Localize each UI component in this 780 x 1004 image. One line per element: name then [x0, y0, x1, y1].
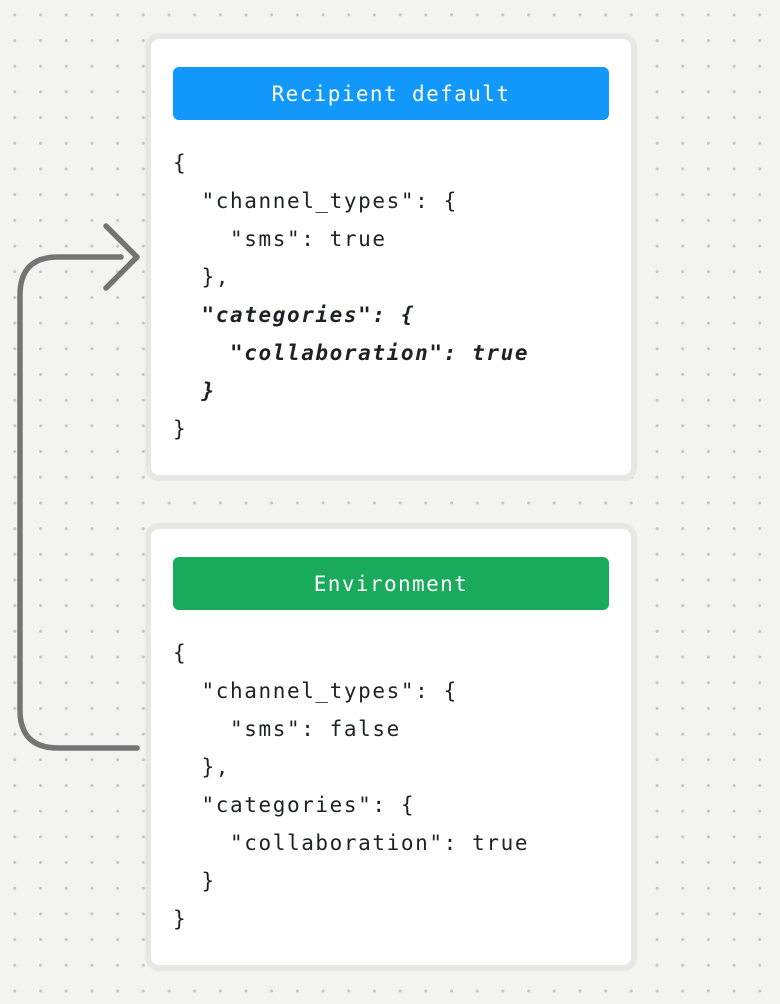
flow-arrow-line	[17, 254, 140, 751]
code-line: }	[173, 907, 188, 931]
code-line: "collaboration": true	[173, 341, 530, 365]
code-line: "channel_types": {	[173, 189, 458, 213]
code-line: }	[173, 869, 216, 893]
code-line: "categories": {	[173, 793, 416, 817]
recipient-default-header-badge: Recipient default	[173, 67, 609, 120]
card-recipient-default: Recipient default { "channel_types": { "…	[145, 33, 637, 481]
environment-header-badge: Environment	[173, 557, 609, 610]
code-line: }	[173, 379, 216, 403]
card-environment: Environment { "channel_types": { "sms": …	[145, 523, 637, 971]
code-line: {	[173, 641, 188, 665]
environment-code-block: { "channel_types": { "sms": false }, "ca…	[173, 634, 609, 938]
flow-arrow-head	[103, 223, 140, 291]
code-line: {	[173, 151, 188, 175]
code-line: "channel_types": {	[173, 679, 458, 703]
code-line: "sms": false	[173, 717, 401, 741]
code-line: "collaboration": true	[173, 831, 530, 855]
code-line: }	[173, 417, 188, 441]
code-line: },	[173, 755, 230, 779]
code-line: },	[173, 265, 230, 289]
code-line: "sms": true	[173, 227, 387, 251]
recipient-default-code-block: { "channel_types": { "sms": true }, "cat…	[173, 144, 609, 448]
code-line: "categories": {	[173, 303, 416, 327]
